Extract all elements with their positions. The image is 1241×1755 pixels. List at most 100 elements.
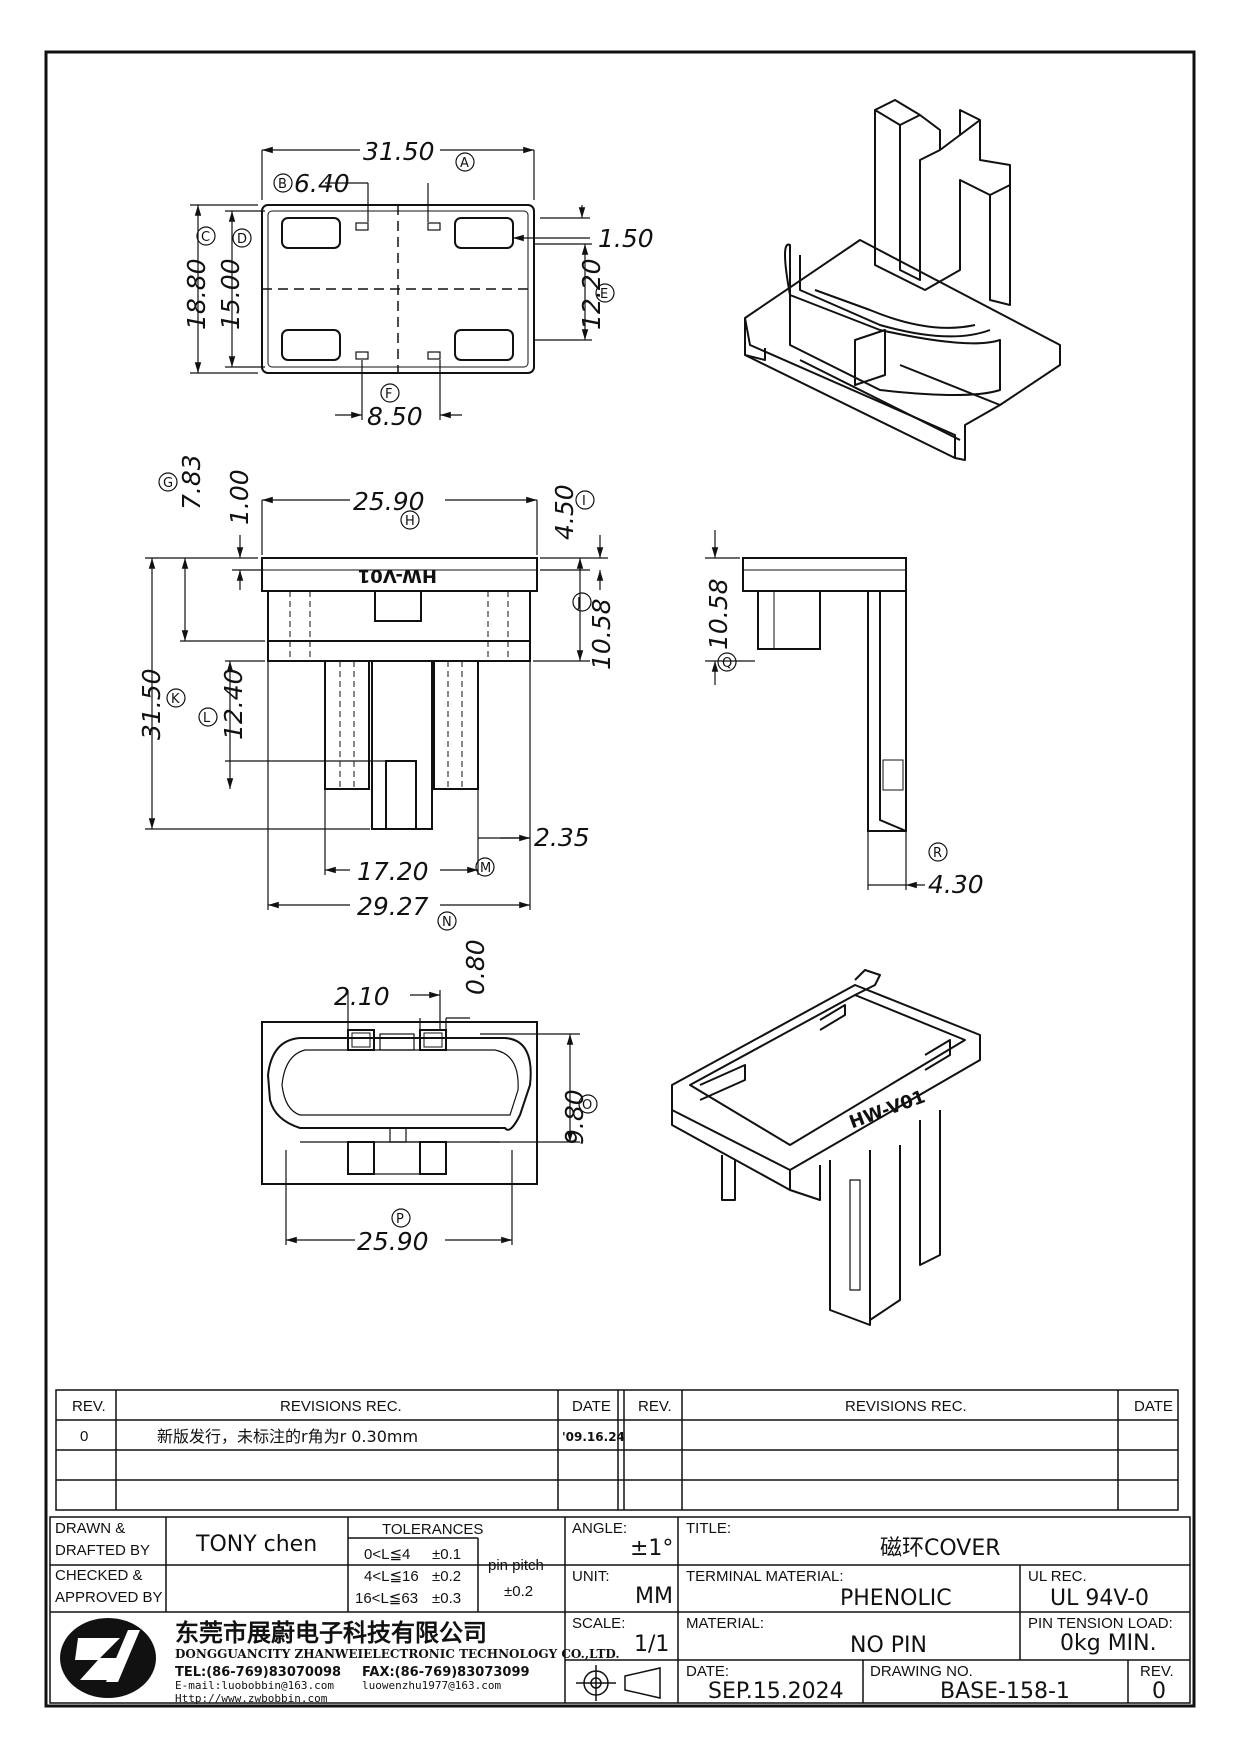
tol-value-2: ±0.2 <box>432 1568 461 1585</box>
drawing-no-value: BASE-158-1 <box>940 1679 1070 1704</box>
dim-29-27: 29.27 <box>357 892 429 921</box>
pin-tension-label: PIN TENSION LOAD: <box>1028 1615 1173 1632</box>
date-label: DATE: <box>686 1663 729 1680</box>
dim-17-20: 17.20 <box>357 857 429 886</box>
tag-e: E <box>600 287 608 302</box>
tag-r: R <box>933 846 942 861</box>
checked-label-1: CHECKED & <box>55 1567 143 1584</box>
bottom-view <box>261 1021 538 1185</box>
side-view <box>742 557 907 832</box>
pin-pitch-tol: ±0.2 <box>504 1583 533 1600</box>
ul-label: UL REC. <box>1028 1568 1087 1585</box>
unit-label: UNIT: <box>572 1568 610 1585</box>
tolerances-label: TOLERANCES <box>382 1521 483 1538</box>
rev-label: REV. <box>1140 1663 1174 1680</box>
terminal-value: PHENOLIC <box>840 1586 952 1611</box>
tag-b: B <box>278 177 287 192</box>
tag-d: D <box>237 232 247 247</box>
iso-marking: HW-V01 <box>847 1086 929 1133</box>
material-label: MATERIAL: <box>686 1615 764 1632</box>
unit-value: MM <box>635 1584 673 1609</box>
title-block-text: DRAWN & DRAFTED BY TONY chen CHECKED & A… <box>55 1520 1174 1704</box>
top-view-labels: 31.50 A B 6.40 C D 18.80 15.00 1.50 12.2… <box>182 137 654 431</box>
company-email-2: luowenzhu1977@163.com <box>362 1679 501 1692</box>
drawn-value: TONY chen <box>195 1532 317 1557</box>
dim-2-10: 2.10 <box>334 982 390 1011</box>
drawn-label-1: DRAWN & <box>55 1520 125 1537</box>
dim-12-20: 12.20 <box>577 258 606 330</box>
dim-1-00: 1.00 <box>225 469 254 525</box>
tag-q: Q <box>722 656 732 671</box>
projection-symbol <box>576 1665 661 1701</box>
revisions-table <box>55 1389 1179 1511</box>
pin-tension-value: 0kg MIN. <box>1060 1631 1157 1656</box>
tag-i: I <box>582 494 586 509</box>
rev-0-text: 新版发行，未标注的r角为r 0.30mm <box>157 1427 418 1446</box>
dim-4-50: 4.50 <box>550 484 579 540</box>
tag-p: P <box>396 1212 404 1227</box>
tag-j: J <box>576 596 581 611</box>
scale-value: 1/1 <box>634 1632 669 1657</box>
dim-10-58-front: 10.58 <box>587 598 616 670</box>
dim-4-30: 4.30 <box>928 870 984 899</box>
tag-g: G <box>163 476 173 491</box>
front-view <box>261 557 538 830</box>
tag-k: K <box>171 692 180 707</box>
tag-l: L <box>203 711 211 726</box>
title-value: 磁环COVER <box>880 1536 1001 1561</box>
dim-8-50: 8.50 <box>367 402 423 431</box>
bottom-view-dimensions <box>285 990 580 1245</box>
date-header-1: DATE <box>572 1398 611 1415</box>
drawn-label-2: DRAFTED BY <box>55 1542 150 1559</box>
company-name-en: DONGGUANCITY ZHANWEIELECTRONIC TECHNOLOG… <box>175 1647 620 1661</box>
revisions-header-2: REVISIONS REC. <box>845 1398 967 1415</box>
angle-value: ±1° <box>630 1536 673 1561</box>
tol-range-1: 0<L≦4 <box>364 1546 410 1563</box>
company-web: Http://www.zwbobbin.com <box>175 1692 328 1705</box>
rev-value: 0 <box>1152 1679 1166 1704</box>
dim-10-58-side: 10.58 <box>704 578 733 650</box>
tag-f: F <box>385 387 392 402</box>
tag-a: A <box>460 156 469 171</box>
tag-o: O <box>582 1098 592 1113</box>
date-value: SEP.15.2024 <box>708 1679 844 1704</box>
tag-h: H <box>405 514 415 529</box>
company-email: E-mail:luobobbin@163.com <box>175 1679 334 1692</box>
front-marking: HW-V01 <box>358 565 437 586</box>
tol-value-3: ±0.3 <box>432 1590 461 1607</box>
checked-label-2: APPROVED BY <box>55 1589 163 1606</box>
rev-0-date: '09.16.24 <box>562 1430 625 1444</box>
tag-m: M <box>480 861 491 876</box>
rev-header-2: REV. <box>638 1398 672 1415</box>
rev-0: 0 <box>80 1428 88 1445</box>
top-view-dimensions <box>190 146 592 420</box>
dim-15-00: 15.00 <box>216 258 245 330</box>
company-fax: FAX:(86-769)83073099 <box>362 1665 530 1680</box>
company-info: 东莞市展蔚电子科技有限公司 DONGGUANCITY ZHANWEIELECTR… <box>175 1618 620 1705</box>
pin-pitch-label: pin pitch <box>488 1557 544 1574</box>
front-view-labels: 25.90 H G 7.83 1.00 4.50 I J 10.58 31.50… <box>137 454 616 931</box>
dim-0-80: 0.80 <box>461 939 490 995</box>
tol-value-1: ±0.1 <box>432 1546 461 1563</box>
bottom-view-labels: 2.10 0.80 9.80 O P 25.90 <box>334 939 598 1256</box>
front-view-dimensions <box>145 496 608 910</box>
revisions-text: REV. REVISIONS REC. DATE REV. REVISIONS … <box>72 1398 1173 1446</box>
iso-view-top <box>744 99 1061 461</box>
side-view-dimensions <box>705 530 925 890</box>
dim-31-50-height: 31.50 <box>137 668 166 740</box>
revisions-header-1: REVISIONS REC. <box>280 1398 402 1415</box>
side-view-labels: 10.58 Q R 4.30 <box>704 578 984 899</box>
iso-view-bottom <box>671 969 981 1326</box>
title-block <box>49 1516 1191 1704</box>
material-value: NO PIN <box>850 1633 927 1658</box>
top-view <box>261 204 535 374</box>
angle-label: ANGLE: <box>572 1520 627 1537</box>
dim-9-80: 9.80 <box>560 1089 589 1145</box>
tag-n: N <box>442 915 452 930</box>
date-header-2: DATE <box>1134 1398 1173 1415</box>
terminal-label: TERMINAL MATERIAL: <box>686 1568 844 1585</box>
tag-c: C <box>201 230 210 245</box>
dim-1-50: 1.50 <box>598 224 654 253</box>
tol-range-3: 16<L≦63 <box>355 1590 418 1607</box>
